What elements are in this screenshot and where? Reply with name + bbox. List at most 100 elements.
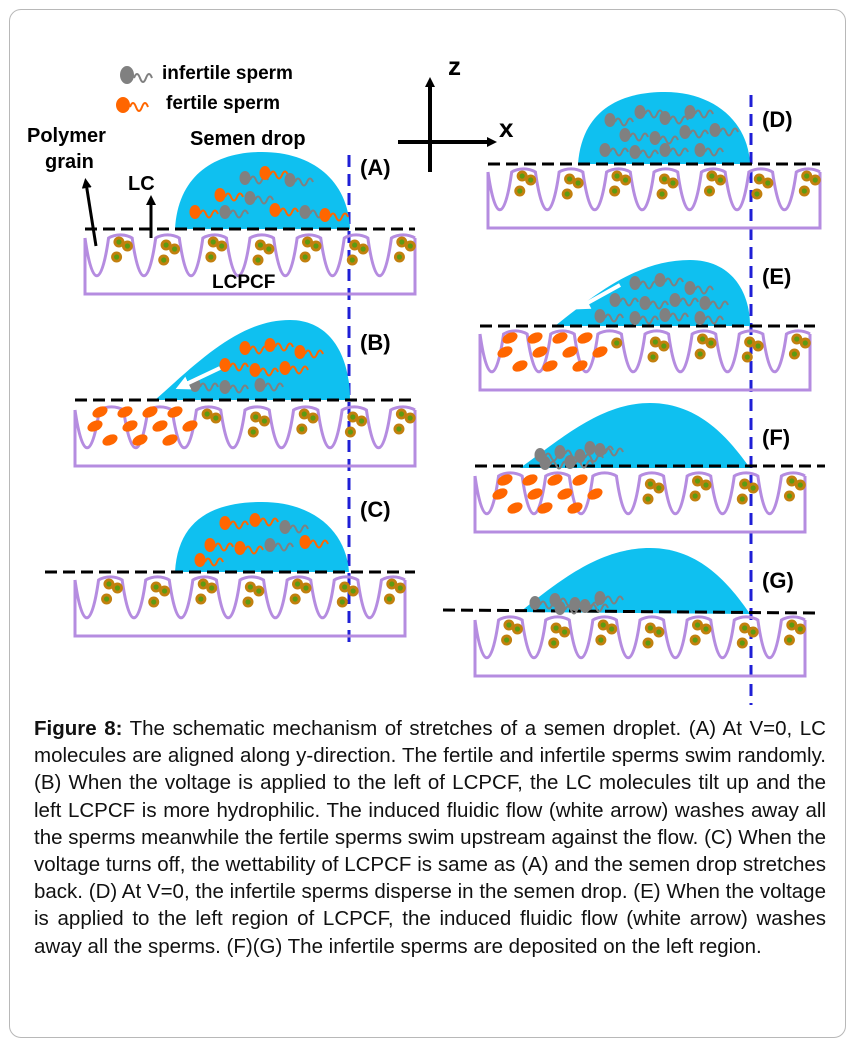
polymer-grain-center [161, 257, 167, 263]
fertile-sperm-head [204, 538, 216, 552]
polymer-grain-center [797, 482, 803, 488]
polymer-grain-center [802, 340, 808, 346]
substrate-surface-line [442, 608, 816, 615]
infertile-sperm-tail [639, 149, 659, 159]
polymer-grain-center [245, 599, 251, 605]
polymer-grain-center [609, 626, 615, 632]
infertile-sperm-head [279, 520, 291, 534]
film-wave [478, 329, 811, 373]
tilted-lc-molecule [587, 488, 603, 500]
infertile-sperm-head [564, 455, 576, 469]
infertile-sperm-head [684, 105, 696, 119]
panel-a-label: (A) [360, 155, 391, 180]
infertile-sperm-tail [669, 312, 689, 322]
fertile-sperm-tail [224, 192, 244, 202]
polymer-grain-center [661, 176, 668, 182]
fertile-sperm-head [264, 338, 276, 352]
fertile-sperm-tail [309, 539, 329, 549]
tilted-lc-molecule [507, 502, 523, 514]
tilted-lc-molecule [552, 332, 568, 344]
fertile-sperm-head [249, 363, 261, 377]
polymer-grain-center [647, 481, 653, 487]
semen-drop [555, 260, 750, 326]
tilted-lc-molecule [502, 332, 518, 344]
infertile-sperm-tail [719, 127, 739, 137]
polymer-grain-center [304, 239, 311, 245]
polymer-grain-center [756, 176, 762, 182]
tilted-lc-molecule [542, 360, 558, 372]
polymer-grain-center [699, 336, 706, 342]
film-frame [83, 238, 417, 296]
infertile-sperm-tail [704, 147, 724, 157]
infertile-sperm-head [554, 601, 566, 615]
tilted-lc-molecule [87, 420, 103, 432]
polymer-grain-center [575, 180, 581, 186]
infertile-sperm-head [659, 308, 671, 322]
polymer-grain-center [600, 622, 606, 628]
tilted-lc-molecule [537, 502, 553, 514]
legend: infertile sperm fertile sperm [116, 63, 293, 114]
polymer-grain-center [694, 622, 701, 628]
caption-label: Figure 8: [34, 717, 123, 740]
panel-f-label: (F) [762, 425, 790, 450]
polymer-grain-center [161, 588, 168, 594]
film-wave [486, 167, 821, 211]
tilted-lc-molecule [497, 474, 513, 486]
tilted-lc-molecule [167, 406, 183, 418]
polymer-grain-center [739, 640, 745, 646]
infertile-sperm-head [219, 205, 231, 219]
polymer-grain-center [163, 242, 169, 248]
polymer-grain-center [709, 173, 715, 179]
tilted-lc-molecule [547, 474, 563, 486]
polymer-grain-center [652, 339, 658, 345]
polymer-grain-center [706, 188, 713, 194]
polymer-grain-center [551, 640, 557, 646]
polymer-grain-center [397, 585, 403, 591]
fertile-sperm-head [259, 166, 271, 180]
panel-d [486, 92, 822, 230]
film-wave [73, 405, 416, 449]
infertile-sperm-tail [709, 300, 729, 310]
polymer-grain-center [553, 625, 559, 631]
polymer-grain-center [703, 482, 709, 488]
fertile-sperm-tail [289, 365, 309, 375]
tilted-lc-molecule [512, 360, 528, 372]
infertile-sperm-tail [594, 445, 614, 455]
tilted-lc-molecule [182, 420, 198, 432]
infertile-sperm-tail [274, 542, 294, 552]
infertile-sperm-head [219, 380, 231, 394]
fertile-sperm-tail [259, 517, 279, 527]
polymer-grain-center [755, 343, 761, 349]
flow-white-arrow-icon [175, 366, 221, 390]
polymer-grain-center [256, 588, 262, 594]
polymer-grain-center [791, 351, 798, 357]
polymer-grain-center [358, 418, 365, 424]
infertile-sperm-tail [644, 109, 664, 119]
polymer-grain-center [208, 254, 214, 260]
polymer-grain-center [656, 485, 662, 491]
polymer-grain-center [396, 254, 403, 260]
infertile-sperm-tail [664, 277, 684, 287]
polymer-grain-center [717, 177, 724, 183]
tilted-lc-molecule [497, 346, 513, 358]
legend-infertile-tail-icon [133, 73, 153, 83]
infertile-sperm-head [699, 296, 711, 310]
fertile-sperm-head [319, 208, 331, 222]
infertile-sperm-tail [574, 459, 594, 469]
infertile-sperm-head [649, 131, 661, 145]
polymer-grain-center [765, 180, 771, 186]
polymer-grain-center [750, 485, 756, 491]
film-frame [486, 172, 822, 230]
polymer-grain-center [739, 496, 745, 502]
polymer-grain-center [386, 596, 393, 602]
infertile-sperm-head [629, 311, 641, 325]
semen-drop [520, 403, 750, 468]
tilted-lc-molecule [527, 488, 543, 500]
fertile-sperm-tail [244, 545, 264, 555]
fertile-sperm-tail [259, 367, 279, 377]
polymer-grain-center [645, 496, 651, 502]
polymer-grain-center [198, 596, 204, 602]
tilted-lc-molecule [562, 346, 578, 358]
infertile-sperm-head [594, 309, 606, 323]
semen-drop [520, 548, 750, 614]
